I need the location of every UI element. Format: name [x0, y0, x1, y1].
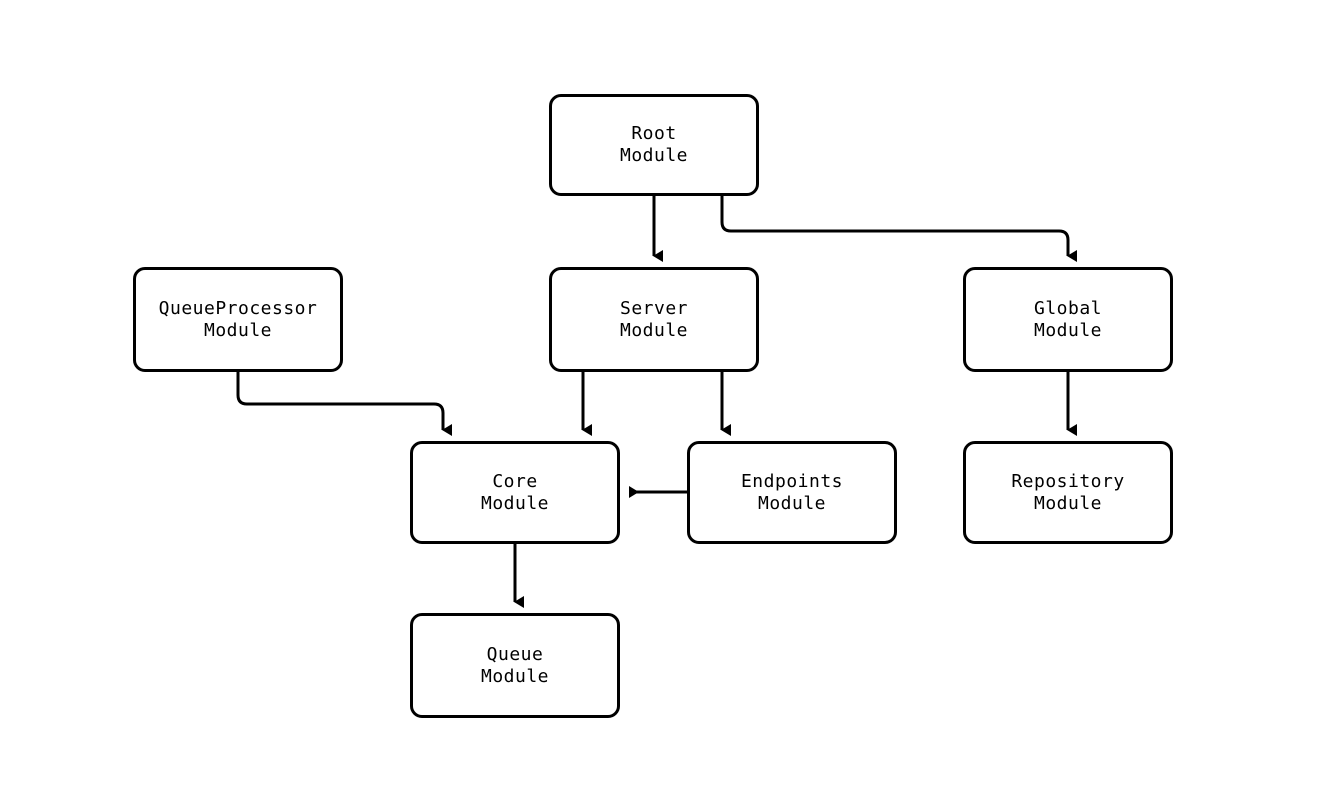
node-queueprocessor-module-line2: Module [203, 319, 273, 341]
node-core-module-line2: Module [480, 492, 550, 514]
node-queueprocessor-module[interactable]: QueueProcessor Module [133, 267, 343, 372]
node-repository-module-line2: Module [1033, 492, 1103, 514]
node-root-module-line2: Module [619, 145, 689, 166]
node-repository-module[interactable]: Repository Module [963, 441, 1173, 544]
node-queueprocessor-module-line1: QueueProcessor [158, 297, 318, 319]
node-queue-module-line2: Module [480, 665, 550, 687]
node-core-module-line1: Core [492, 470, 538, 492]
node-server-module-line1: Server [619, 297, 689, 319]
node-root-module-line1: Root [631, 123, 677, 144]
node-endpoints-module-line2: Module [757, 492, 827, 514]
node-server-module[interactable]: Server Module [549, 267, 759, 372]
node-core-module[interactable]: Core Module [410, 441, 620, 544]
node-queue-module[interactable]: Queue Module [410, 613, 620, 718]
node-global-module-line2: Module [1033, 319, 1103, 341]
edge-root-to-global [720, 196, 1077, 262]
node-queue-module-line1: Queue [486, 643, 544, 665]
node-root-module[interactable]: Root Module [549, 94, 759, 196]
edge-queueprocessor-to-core [236, 372, 452, 436]
node-global-module-line1: Global [1033, 297, 1103, 319]
node-repository-module-line1: Repository [1011, 470, 1125, 492]
node-global-module[interactable]: Global Module [963, 267, 1173, 372]
node-endpoints-module[interactable]: Endpoints Module [687, 441, 897, 544]
node-endpoints-module-line1: Endpoints [740, 470, 844, 492]
node-server-module-line2: Module [619, 319, 689, 341]
